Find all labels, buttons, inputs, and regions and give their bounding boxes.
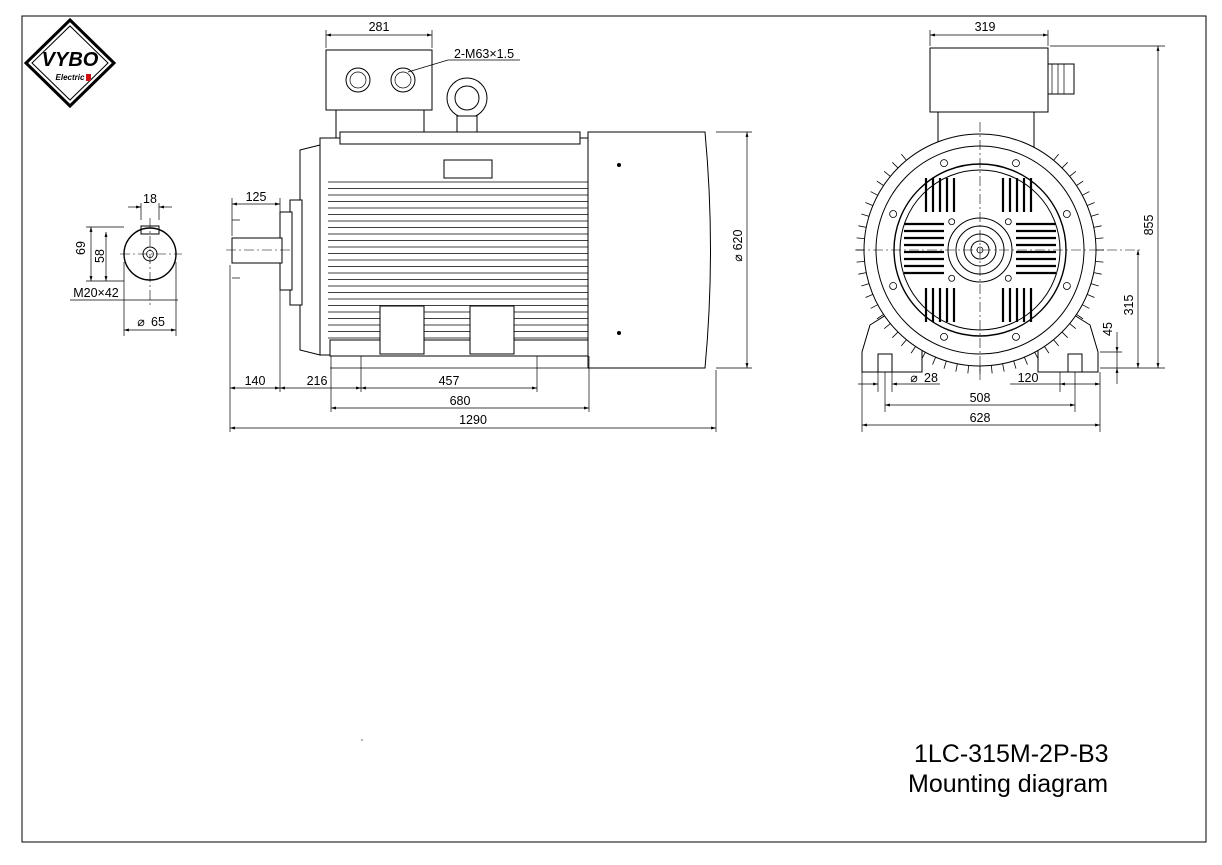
dim-height-855: 855 <box>1142 215 1156 236</box>
dim-terminal-box: 281 <box>369 20 390 34</box>
dim-680: 680 <box>450 394 471 408</box>
dim-457: 457 <box>439 374 460 388</box>
model-title: 1LC-315M-2P-B3 <box>914 740 1109 768</box>
dim-216: 216 <box>307 374 328 388</box>
shaft-section-view: 18 69 58 M20×42 ⌀ 65 <box>70 192 182 336</box>
dim-height-45: 45 <box>1101 322 1115 336</box>
dim-height-315: 315 <box>1122 295 1136 316</box>
logo-sub: Electric <box>56 73 85 82</box>
foot-left <box>379 305 425 355</box>
foot-right <box>469 305 515 355</box>
dim-foot-508: 508 <box>970 391 991 405</box>
dim-body-dia: 620 <box>731 230 745 251</box>
end-shield-slots <box>904 178 1056 322</box>
side-view: 2-M63×1.5 281 ⌀ 62 <box>226 20 752 432</box>
fan-cover <box>587 131 711 369</box>
dim-shaft-len: 125 <box>246 190 267 204</box>
dim-cable-gland: 2-M63×1.5 <box>454 47 514 61</box>
dim-shaft-h69: 69 <box>74 241 88 255</box>
diagram-caption: Mounting diagram <box>908 770 1108 798</box>
dim-key-width: 18 <box>143 192 157 206</box>
end-view: 319 855 315 45 <box>855 20 1165 432</box>
dim-foot-hole-symbol: ⌀ <box>910 371 918 385</box>
dim-body-dia-symbol: ⌀ <box>731 254 745 262</box>
end-terminal-box <box>929 47 1049 113</box>
dim-shaft-h58: 58 <box>93 249 107 263</box>
cooling-fins <box>328 181 588 339</box>
dim-foot-hole: 28 <box>924 371 938 385</box>
dim-140: 140 <box>245 374 266 388</box>
lifting-eye <box>446 77 488 119</box>
vybo-logo: VYBO Electric <box>23 17 117 109</box>
terminal-box <box>325 49 433 111</box>
dim-foot-628: 628 <box>970 411 991 425</box>
dim-shaft-dia: 65 <box>151 315 165 329</box>
logo-brand: VYBO <box>42 49 99 71</box>
dim-shaft-thread: M20×42 <box>73 286 119 300</box>
shaft <box>231 237 283 264</box>
drawing-border <box>21 15 1207 843</box>
logo-diamond <box>23 17 117 109</box>
dim-shaft-dia-symbol: ⌀ <box>137 315 145 329</box>
dim-1290: 1290 <box>459 413 487 427</box>
dim-foot-120: 120 <box>1018 371 1039 385</box>
dim-end-box: 319 <box>975 20 996 34</box>
